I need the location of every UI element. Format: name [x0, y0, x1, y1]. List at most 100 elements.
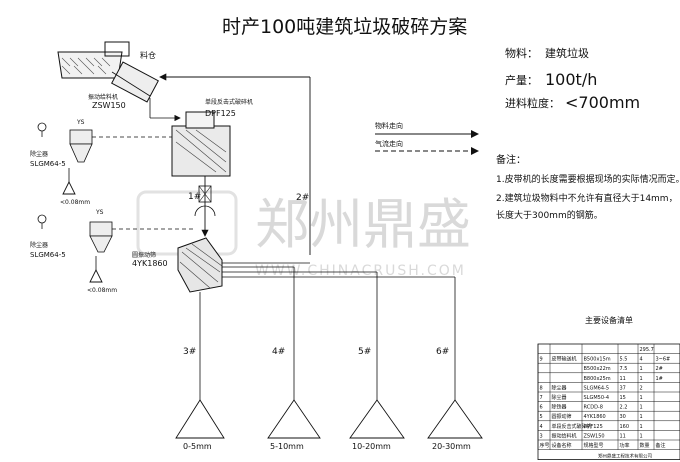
- dust-collector-2: YS 除尘器 SLGM64-5 <0.08mm: [30, 209, 195, 294]
- table-cell: 1: [640, 376, 643, 382]
- table-cell: ZSW150: [584, 433, 605, 439]
- screen-label: 圆振动筛: [132, 251, 156, 259]
- table-cell: 功率: [620, 442, 630, 449]
- output-size-4: 20-30mm: [432, 442, 471, 451]
- legend: 物料走向 气流走向: [375, 121, 479, 155]
- material-value: 建筑垃圾: [545, 46, 589, 60]
- pressure-2: <0.08mm: [87, 287, 117, 294]
- table-cell: B500x15m: [584, 357, 611, 363]
- table-cell: 数量: [640, 442, 650, 449]
- table-cell: 设备名称: [552, 442, 572, 449]
- vibrating-feeder: 振动给料机 ZSW150: [88, 61, 159, 110]
- legend-air-label: 气流走向: [375, 139, 403, 148]
- table-cell: 11: [620, 433, 626, 439]
- table-cell: 8: [540, 385, 543, 391]
- notes-heading: 备注：: [496, 153, 526, 166]
- belt-1: 1#: [188, 176, 216, 237]
- table-cell: 3: [540, 433, 543, 439]
- table-cell: 2: [640, 385, 643, 391]
- table-cell: B800x25m: [584, 376, 611, 382]
- belt-2-label: 2#: [296, 193, 309, 203]
- table-cell: 圆振动筛: [552, 413, 572, 420]
- table-cell: 5: [540, 414, 543, 420]
- table-cell: 皮带输送机: [552, 356, 577, 363]
- table-cell: B500x22m: [584, 366, 611, 372]
- screen-model: 4YK1860: [132, 259, 168, 268]
- output-belt-4: 4#: [272, 347, 285, 357]
- silo-label: 料仓: [140, 50, 156, 60]
- table-cell: 4: [640, 357, 643, 363]
- feeder-label: 振动给料机: [88, 93, 118, 101]
- table-cell: 11: [620, 376, 626, 382]
- dust2-ys: YS: [95, 209, 104, 216]
- table-cell: 6: [540, 405, 543, 411]
- process-info: 物料： 建筑垃圾 产量： 100t/h 进料粒度： <700mm: [505, 46, 640, 112]
- table-cell: 160: [620, 424, 630, 430]
- dust1-ys: YS: [76, 119, 85, 126]
- table-cell: 2.2: [620, 405, 628, 411]
- dust2-label: 除尘器: [30, 241, 48, 249]
- legend-material-label: 物料走向: [375, 121, 403, 130]
- table-cell: RCDD-8: [584, 405, 603, 411]
- table-cell: SLGM50-4: [584, 395, 610, 401]
- table-cell: 9: [540, 357, 543, 363]
- notes: 备注： 1.皮带机的长度需要根据现场的实际情况而定。 2.建筑垃圾物料中不允许有…: [496, 153, 680, 221]
- note-2b: 长度大于300mm的钢筋。: [496, 209, 603, 221]
- note-2a: 2.建筑垃圾物料中不允许有直径大于14mm，: [496, 192, 678, 204]
- table-cell: 1: [640, 414, 643, 420]
- table-cell: 1: [640, 424, 643, 430]
- feed-size-label: 进料粒度：: [505, 96, 560, 110]
- capacity-label: 产量：: [505, 73, 538, 87]
- table-cell: 除尘器: [552, 384, 567, 391]
- dust1-model: SLGM64-5: [30, 160, 66, 168]
- table-cell: 5.5: [620, 357, 628, 363]
- feeder-model: ZSW150: [92, 101, 126, 110]
- output-belt-3: 3#: [183, 347, 196, 357]
- impact-crusher: 单段反击式破碎机 DPF125: [171, 98, 253, 177]
- table-cell: 4: [540, 424, 543, 430]
- table-cell: 1: [640, 395, 643, 401]
- table-cell: 295.7: [640, 347, 654, 353]
- table-cell: 4YK1860: [584, 414, 606, 420]
- output-pile-3: 5# 10-20mm: [349, 347, 405, 451]
- pressure-1: <0.08mm: [60, 199, 90, 206]
- crusher-model: DPF125: [205, 109, 236, 118]
- table-cell: 30: [620, 414, 626, 420]
- table-cell: 15: [620, 395, 626, 401]
- table-cell: 7: [540, 395, 543, 401]
- output-pile-2: 4# 5-10mm: [267, 347, 321, 451]
- belt-2-return: 2#: [159, 73, 311, 255]
- table-cell: 7.5: [620, 366, 628, 372]
- table-cell: 除尘器: [552, 394, 567, 401]
- watermark: 郑州鼎盛 WWW.CHINACRUSH.COM: [136, 190, 471, 279]
- watermark-company: 郑州鼎盛: [255, 193, 471, 256]
- table-cell: 1: [640, 405, 643, 411]
- table-cell: SLGM64-5: [584, 385, 610, 391]
- table-cell: 备注: [656, 442, 666, 449]
- material-label: 物料：: [505, 46, 538, 60]
- table-footer: 郑州鼎盛工程技术有限公司: [598, 453, 652, 460]
- output-size-3: 10-20mm: [352, 442, 391, 451]
- dust2-model: SLGM64-5: [30, 251, 66, 259]
- table-cell: 除铁器: [552, 404, 567, 411]
- table-cell: 1#: [656, 376, 663, 382]
- output-pile-1: 3# 0-5mm: [175, 347, 225, 451]
- output-belt-6: 6#: [436, 347, 449, 357]
- table-cell: 37: [620, 385, 626, 391]
- output-size-2: 5-10mm: [270, 442, 304, 451]
- table-cell: DPF125: [584, 424, 603, 430]
- table-cell: 1: [640, 366, 643, 372]
- feed-size-value: <700mm: [565, 93, 640, 112]
- output-pile-4: 6# 20-30mm: [427, 347, 483, 451]
- output-belt-5: 5#: [358, 347, 371, 357]
- capacity-value: 100t/h: [545, 70, 597, 89]
- output-size-1: 0-5mm: [183, 442, 212, 451]
- vibrating-screen: 圆振动筛 4YK1860: [132, 237, 223, 293]
- note-1: 1.皮带机的长度需要根据现场的实际情况而定。: [496, 173, 680, 185]
- diagram-title: 时产100吨建筑垃圾破碎方案: [222, 16, 467, 38]
- dust1-label: 除尘器: [30, 150, 48, 158]
- table-cell: 1: [640, 433, 643, 439]
- table-cell: 单段反击式破碎机: [552, 423, 592, 430]
- silo: 料仓: [57, 41, 156, 79]
